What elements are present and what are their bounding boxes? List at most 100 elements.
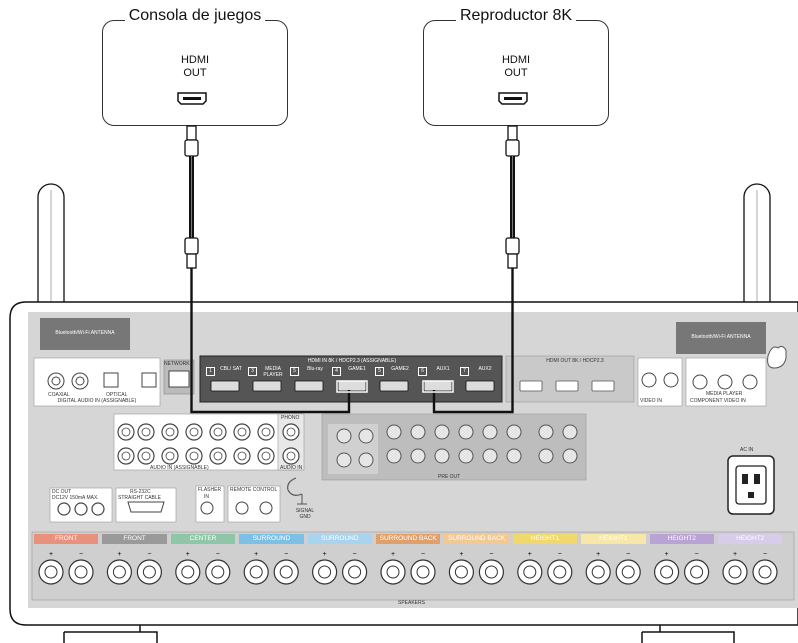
hdmi-in-number: 5 bbox=[375, 367, 384, 376]
audio-in-label: AUDIO IN (ASSIGNABLE) bbox=[150, 465, 209, 471]
hdmi-port-icon bbox=[177, 92, 207, 105]
hdmi-in-label: MEDIA PLAYER bbox=[263, 366, 283, 378]
component-video-label: COMPONENT VIDEO IN bbox=[690, 398, 746, 404]
optical-label: OPTICAL bbox=[106, 392, 128, 398]
hdmi-out-label-line2: OUT bbox=[183, 67, 207, 79]
8k-player-device: Reproductor 8K HDMI OUT bbox=[423, 7, 609, 126]
speakers-label: SPEAKERS bbox=[398, 600, 425, 606]
flasher-in-label: IN bbox=[204, 494, 209, 500]
speaker-terminal-center bbox=[758, 565, 772, 579]
speaker-terminal-center bbox=[211, 565, 225, 579]
foot-right bbox=[641, 625, 735, 643]
hand-icon bbox=[767, 345, 787, 369]
speaker-terminal-center bbox=[484, 565, 498, 579]
rs232c-label: RS-232C bbox=[130, 489, 151, 495]
antenna-right-icon bbox=[743, 183, 771, 315]
speaker-terminal-center bbox=[112, 565, 126, 579]
pre-out-label: PRE OUT bbox=[438, 474, 461, 480]
cable-route-game1 bbox=[190, 268, 351, 414]
game-console-device: Consola de juegos HDMI OUT bbox=[102, 7, 288, 126]
polarity-sign: − bbox=[695, 551, 699, 558]
hdmi-in-number: 7 bbox=[460, 367, 469, 376]
polarity-sign: − bbox=[558, 551, 562, 558]
hdmi-in-label: Blu-ray bbox=[307, 366, 323, 372]
polarity-sign: + bbox=[665, 551, 669, 558]
speaker-terminal-center bbox=[318, 565, 332, 579]
speaker-terminal-center bbox=[553, 565, 567, 579]
foot-left bbox=[63, 625, 158, 643]
polarity-sign: − bbox=[489, 551, 493, 558]
speaker-terminal-center bbox=[249, 565, 263, 579]
speaker-terminal-center bbox=[621, 565, 635, 579]
polarity-sign: + bbox=[254, 551, 258, 558]
hdmi-in-number: 5 bbox=[290, 367, 299, 376]
speaker-terminal-center bbox=[591, 565, 605, 579]
polarity-sign: − bbox=[626, 551, 630, 558]
speaker-group-label: FRONT bbox=[102, 534, 167, 544]
speaker-group-label: HEIGHT2 bbox=[718, 534, 783, 544]
hdmi-out-label-line1: HDMI bbox=[180, 54, 210, 66]
hdmi-out-label-line2: OUT bbox=[504, 67, 528, 79]
8k-player-title: Reproductor 8K bbox=[455, 7, 577, 24]
speaker-terminal-center bbox=[690, 565, 704, 579]
antenna-left-icon bbox=[37, 183, 65, 315]
speaker-group-label: SURROUND BACK bbox=[376, 534, 441, 544]
polarity-sign: + bbox=[49, 551, 53, 558]
speaker-group-label: HEIGHT2 bbox=[649, 534, 714, 544]
polarity-sign: + bbox=[117, 551, 121, 558]
hdmi-in-label: AUX1 bbox=[436, 366, 450, 372]
phono-label: PHONO bbox=[281, 415, 300, 421]
hdmi-cable-left bbox=[184, 125, 199, 269]
speaker-terminals: +−+−+−+−+−+−+−+−+−+−+− bbox=[38, 551, 778, 585]
dc-out-spec: DC12V 150mA MAX. bbox=[52, 495, 99, 501]
signal-gnd-label: SIGNAL GND bbox=[295, 508, 315, 520]
straight-cable-label: STRAIGHT CABLE bbox=[118, 495, 161, 501]
speaker-group-label: HEIGHT1 bbox=[512, 534, 578, 544]
digital-audio-label: DIGITAL AUDIO IN (ASSIGNABLE) bbox=[57, 398, 137, 404]
polarity-sign: − bbox=[284, 551, 288, 558]
hdmi-in-number: 3 bbox=[248, 367, 257, 376]
media-player-label: MEDIA PLAYER bbox=[706, 391, 743, 397]
polarity-sign: − bbox=[763, 551, 767, 558]
antenna-left-label: Bluetooth/Wi-Fi ANTENNA bbox=[55, 330, 115, 336]
speaker-terminal-center bbox=[728, 565, 742, 579]
antenna-right-label: Bluetooth/Wi-Fi ANTENNA bbox=[691, 334, 751, 340]
speaker-terminal-center bbox=[44, 565, 58, 579]
speaker-terminal-center bbox=[74, 565, 88, 579]
polarity-sign: + bbox=[733, 551, 737, 558]
speaker-terminal-center bbox=[142, 565, 156, 579]
speaker-group-label: SURROUND BACK bbox=[444, 534, 509, 544]
ac-in-label: AC IN bbox=[740, 447, 754, 453]
hdmi-out-title: HDMI OUT 8K / HDCP2.3 bbox=[546, 358, 604, 364]
polarity-sign: − bbox=[216, 551, 220, 558]
hdmi-in-label: CBL/ SAT bbox=[220, 366, 242, 372]
hdmi-in-title: HDMI IN 8K / HDCP2.3 (ASSIGNABLE) bbox=[307, 358, 397, 364]
speaker-group-label: SURROUND bbox=[239, 534, 304, 544]
polarity-sign: − bbox=[79, 551, 83, 558]
coaxial-label: COAXIAL bbox=[48, 392, 70, 398]
speaker-group-label: SURROUND bbox=[307, 534, 372, 544]
hdmi-in-label: GAME2 bbox=[391, 366, 409, 372]
remote-control-label: REMOTE CONTROL bbox=[230, 487, 278, 493]
hdmi-in-number: 6 bbox=[418, 367, 427, 376]
game-console-title: Consola de juegos bbox=[124, 7, 266, 24]
cable-route-aux1 bbox=[432, 268, 514, 414]
speaker-terminal-center bbox=[416, 565, 430, 579]
hdmi-cable-right bbox=[505, 125, 520, 269]
network-label: NETWORK bbox=[164, 361, 190, 367]
speaker-group-label: HEIGHT1 bbox=[581, 534, 646, 544]
polarity-sign: − bbox=[421, 551, 425, 558]
hdmi-port-icon bbox=[498, 92, 528, 105]
polarity-sign: + bbox=[186, 551, 190, 558]
speaker-group-label: FRONT bbox=[34, 534, 99, 544]
speaker-terminal-center bbox=[523, 565, 537, 579]
speaker-terminal-center bbox=[348, 565, 362, 579]
flasher-label: FLASHER bbox=[198, 487, 222, 493]
speaker-terminal-center bbox=[279, 565, 293, 579]
hdmi-out-label-line1: HDMI bbox=[501, 54, 531, 66]
polarity-sign: + bbox=[459, 551, 463, 558]
polarity-sign: + bbox=[391, 551, 395, 558]
hdmi-in-number: 4 bbox=[332, 367, 341, 376]
polarity-sign: − bbox=[353, 551, 357, 558]
